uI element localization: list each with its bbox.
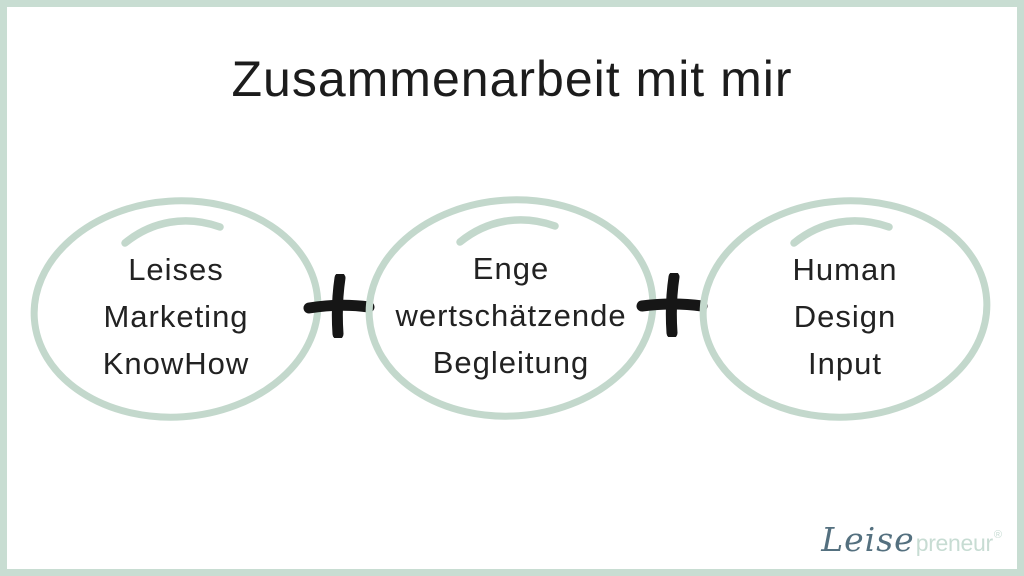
oval-line: Enge [472, 250, 550, 286]
oval-line: Input [808, 345, 882, 381]
oval-text-block: Enge wertschätzende Begleitung [365, 188, 657, 420]
plus-icon [303, 272, 375, 340]
concept-oval-human-design: Human Design Input [699, 189, 991, 421]
concept-oval-begleitung: Enge wertschätzende Begleitung [365, 188, 657, 420]
logo-script-text: Leise [821, 520, 915, 559]
oval-line: wertschätzende [395, 297, 627, 333]
logo-plain-text: preneur [915, 530, 993, 556]
oval-line: Begleitung [432, 344, 590, 380]
oval-line: Marketing [103, 298, 249, 334]
concept-oval-leises-marketing: Leises Marketing KnowHow [30, 189, 322, 421]
registered-mark: ® [993, 529, 1002, 541]
brand-logo: Leise preneur ® [821, 520, 1002, 559]
oval-line: KnowHow [102, 345, 250, 381]
oval-text-block: Leises Marketing KnowHow [30, 189, 322, 421]
oval-line: Leises [128, 251, 224, 287]
page-title: Zusammenarbeit mit mir [231, 51, 793, 107]
oval-line: Design [793, 298, 897, 334]
plus-icon [636, 271, 708, 339]
oval-text-block: Human Design Input [699, 189, 991, 421]
oval-line: Human [792, 251, 898, 287]
